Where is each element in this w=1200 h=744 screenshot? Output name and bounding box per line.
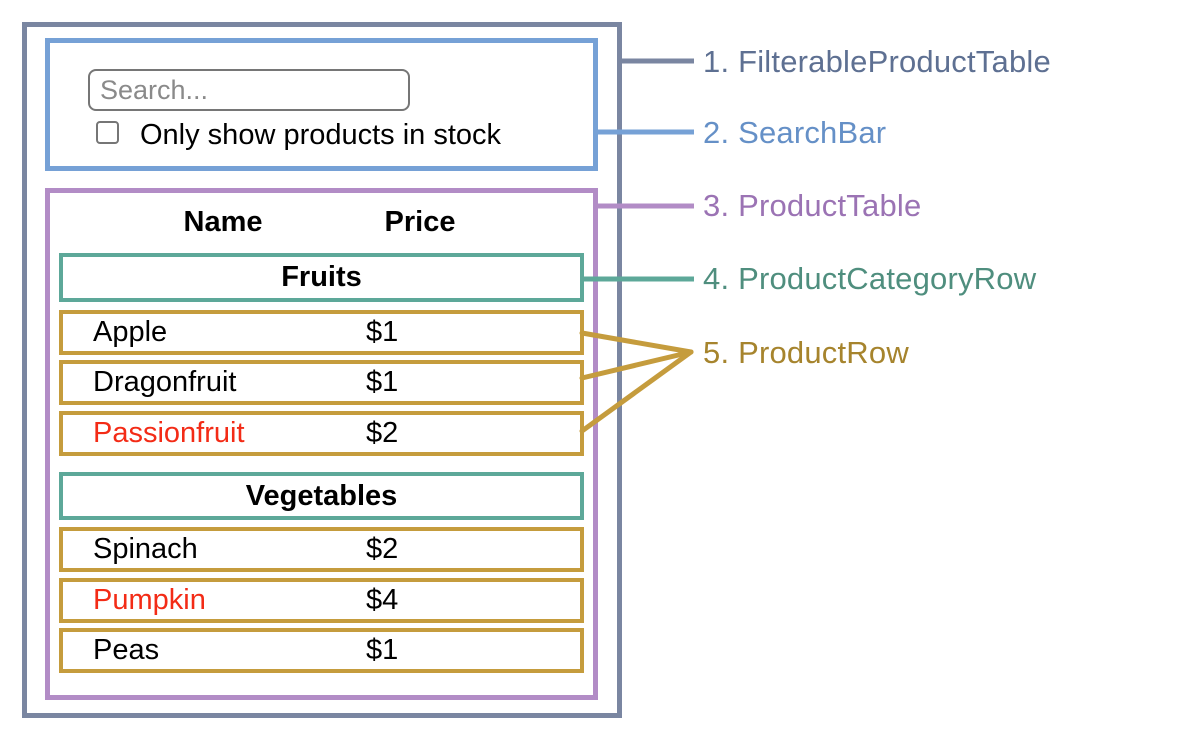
product-name: Pumpkin xyxy=(93,584,206,616)
product-table-box xyxy=(45,188,598,700)
product-row-peas: Peas $1 xyxy=(59,628,584,673)
product-row-spinach: Spinach $2 xyxy=(59,527,584,572)
product-name: Dragonfruit xyxy=(93,366,237,398)
legend-item-product-table: 3. ProductTable xyxy=(703,188,922,223)
product-category-row-vegetables: Vegetables xyxy=(59,472,584,520)
product-row-apple: Apple $1 xyxy=(59,310,584,355)
search-input[interactable] xyxy=(88,69,410,111)
product-name: Apple xyxy=(93,316,168,348)
product-price: $2 xyxy=(366,417,399,449)
legend-item-filterable-product-table: 1. FilterableProductTable xyxy=(703,44,1051,79)
product-category-row-fruits: Fruits xyxy=(59,253,584,302)
product-price: $2 xyxy=(366,533,399,565)
legend-item-search-bar: 2. SearchBar xyxy=(703,115,887,150)
column-header-price: Price xyxy=(384,206,456,238)
column-header-name: Name xyxy=(183,206,263,238)
product-row-dragonfruit: Dragonfruit $1 xyxy=(59,360,584,405)
in-stock-checkbox[interactable] xyxy=(96,121,119,144)
legend-item-product-row: 5. ProductRow xyxy=(703,335,909,370)
product-name: Peas xyxy=(93,634,160,666)
product-name: Spinach xyxy=(93,533,198,565)
product-row-pumpkin: Pumpkin $4 xyxy=(59,578,584,623)
product-price: $1 xyxy=(366,316,399,348)
product-price: $1 xyxy=(366,634,399,666)
legend-item-product-category-row: 4. ProductCategoryRow xyxy=(703,261,1037,296)
product-name: Passionfruit xyxy=(93,417,245,449)
product-price: $1 xyxy=(366,366,399,398)
in-stock-checkbox-label: Only show products in stock xyxy=(140,119,502,151)
product-price: $4 xyxy=(366,584,399,616)
search-bar-box xyxy=(45,38,598,171)
product-row-passionfruit: Passionfruit $2 xyxy=(59,411,584,456)
